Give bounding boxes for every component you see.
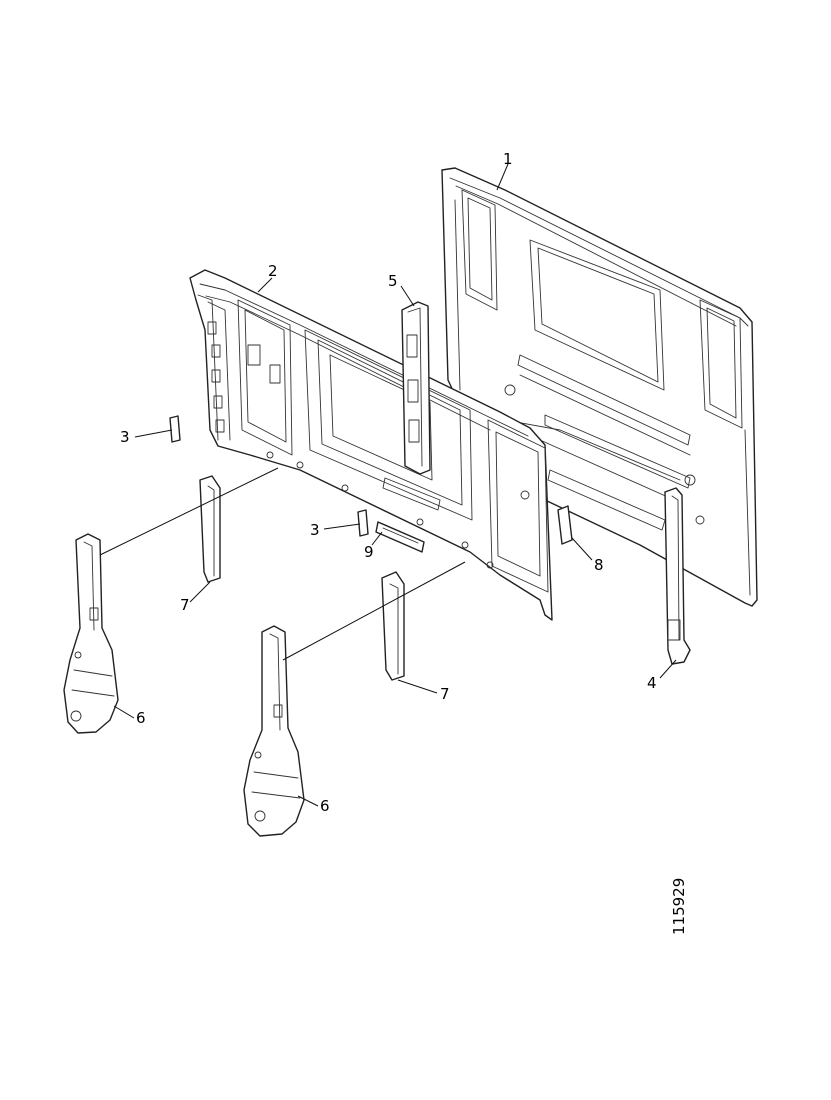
upper-pillar-bracket	[401, 301, 431, 475]
callout-7-center: 7	[440, 685, 450, 703]
callout-2: 2	[268, 262, 278, 280]
reinforcement-strip-left	[199, 475, 221, 583]
leader-lines	[113, 163, 677, 807]
reference-number: 115929	[670, 878, 688, 935]
callout-9: 9	[364, 543, 374, 561]
callout-7-left: 7	[180, 596, 190, 614]
small-bracket-right	[557, 505, 573, 545]
callout-6-right: 6	[320, 797, 330, 815]
callout-3-center: 3	[310, 521, 320, 539]
callout-labels: 1 2 3 3 4 5 6 6 7 7 8 9	[120, 150, 657, 815]
callout-4: 4	[647, 674, 657, 692]
callout-8: 8	[594, 556, 604, 574]
clip-center	[357, 509, 369, 537]
clip-left	[169, 415, 181, 443]
callout-6-left: 6	[136, 709, 146, 727]
callout-3-left: 3	[120, 428, 130, 446]
alignment-lines	[99, 467, 466, 661]
lower-pillar-right	[243, 625, 305, 837]
right-pillar	[664, 487, 691, 665]
callout-5: 5	[388, 272, 398, 290]
reinforcement-strip-center	[381, 571, 405, 681]
small-plate	[375, 521, 425, 553]
lower-pillar-left	[63, 533, 119, 734]
callout-1: 1	[503, 150, 513, 168]
